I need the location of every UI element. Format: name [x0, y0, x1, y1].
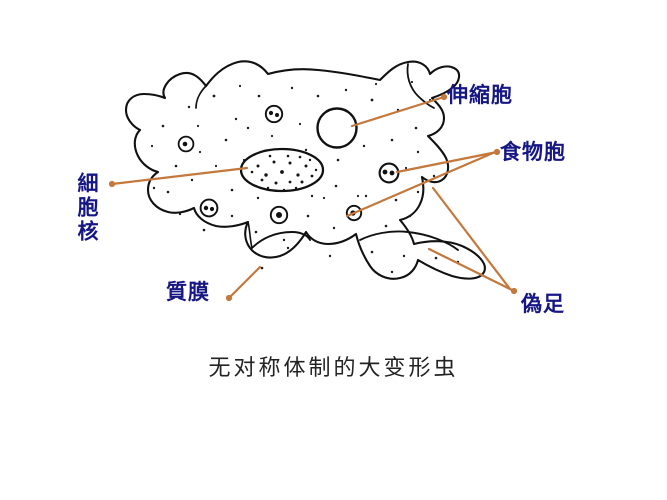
- figure-caption: 无对称体制的大变形虫: [208, 356, 459, 381]
- label-contractile-vacuole: 伸縮胞: [447, 83, 513, 107]
- food-vacuole-1: [264, 104, 284, 124]
- pseudopod-leader-a: [427, 247, 518, 295]
- pseudopod-fold-top-right: [406, 63, 435, 109]
- pseudopod-fold-center-notch: [247, 221, 253, 249]
- label-plasma-membrane: 質膜: [166, 280, 210, 304]
- food-vacuoles-group: [177, 104, 400, 225]
- pseudopod-leader-b: [431, 186, 512, 291]
- nucleus: [239, 147, 325, 193]
- label-nucleus: 細胞核: [75, 172, 100, 244]
- pseudopod-fold-lower: [251, 231, 311, 249]
- food-vacuole-leader-a: [395, 148, 501, 174]
- pseudopod-fold-top-left: [195, 85, 207, 109]
- leader-lines-group: [108, 93, 518, 302]
- label-food-vacuole: 食物胞: [500, 140, 566, 164]
- nucleus-chromatin-dots: [250, 154, 318, 192]
- food-vacuole-4: [269, 205, 289, 225]
- food-vacuole-5: [378, 162, 400, 184]
- pseudopod-fold-right: [359, 230, 459, 251]
- food-vacuole-3: [199, 198, 219, 218]
- nucleus-leader: [108, 166, 249, 188]
- label-pseudopod: 偽足: [521, 292, 565, 316]
- nucleus-outline: [239, 147, 325, 193]
- food-vacuole-2: [177, 135, 195, 153]
- cytoplasm-stipple: [150, 80, 460, 274]
- plasma-membrane-leader: [225, 265, 262, 302]
- contractile-vacuole-leader: [350, 93, 448, 128]
- food-vacuole-leader-b: [345, 151, 495, 218]
- contractile-vacuole: [316, 107, 358, 149]
